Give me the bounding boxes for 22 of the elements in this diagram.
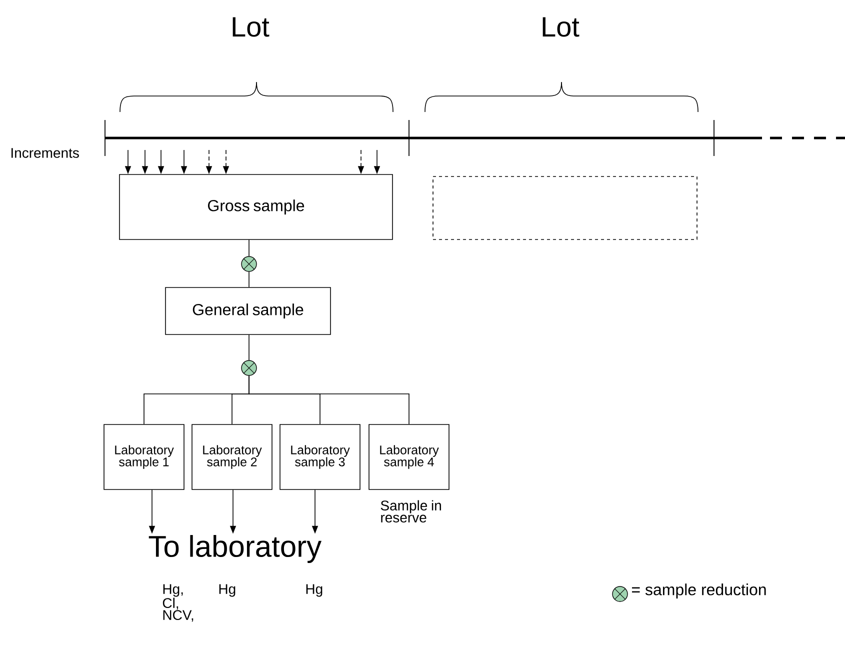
sample-box: Laboratory sample 2 [192, 424, 272, 490]
reduction-symbol [241, 256, 257, 272]
destination-text: To laboratory [148, 535, 322, 563]
empty-box [432, 176, 698, 240]
sample-box: Laboratory sample 3 [280, 424, 360, 490]
sample-box: General sample [165, 287, 331, 335]
connector-line [248, 334, 250, 361]
analysis-label: Hg, Cl, NCV, [162, 584, 194, 622]
connector-line [248, 375, 410, 424]
connector-line [248, 240, 250, 257]
connector-line [248, 271, 250, 288]
legend-text: = sample reduction [632, 584, 766, 598]
sample-box: Gross sample [119, 174, 393, 240]
analysis-label: Hg [219, 584, 236, 597]
sample-box: Laboratory sample 4 [368, 424, 450, 490]
reduction-symbol [241, 360, 257, 376]
lot-heading: Lot [232, 17, 270, 37]
note-text: Sample in reserve [380, 500, 441, 522]
increments-label: Increments [12, 148, 79, 158]
sample-box: Laboratory sample 1 [104, 424, 184, 490]
analysis-label: Hg [306, 584, 322, 597]
lot-heading: Lot [542, 17, 580, 37]
